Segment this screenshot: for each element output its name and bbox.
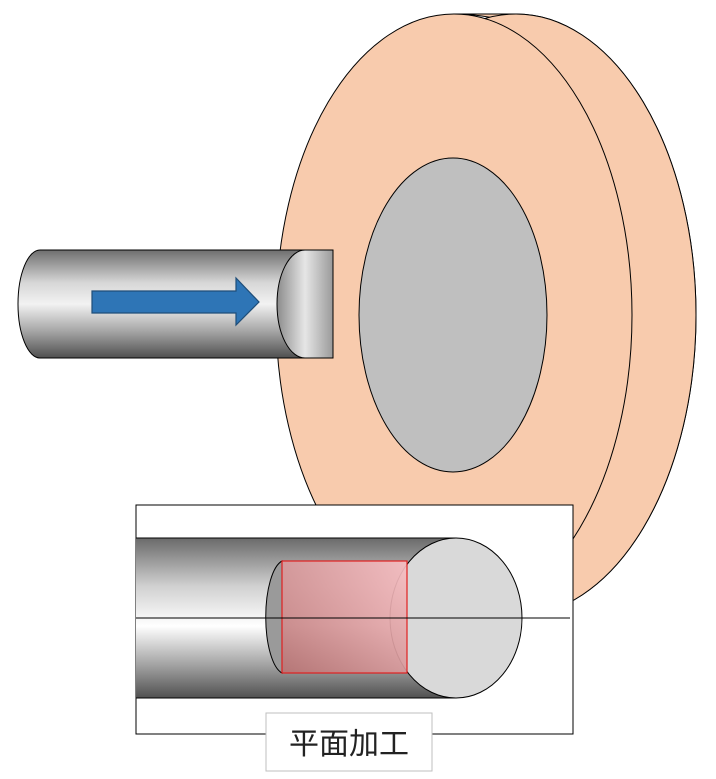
caption-text: 平面加工 (289, 727, 409, 762)
machined-flat-face (281, 560, 408, 674)
feed-arrow (91, 276, 260, 327)
inset-flat-shoulder (265, 560, 283, 674)
right-arrow-icon (91, 276, 260, 327)
wheel-hub (358, 157, 548, 473)
caption-frame (265, 712, 433, 772)
machined-flat-inset (135, 504, 574, 735)
grinding-wheel-icon (275, 13, 697, 617)
caption-box: 平面加工 (265, 712, 433, 772)
workpiece-end-face (276, 249, 334, 359)
